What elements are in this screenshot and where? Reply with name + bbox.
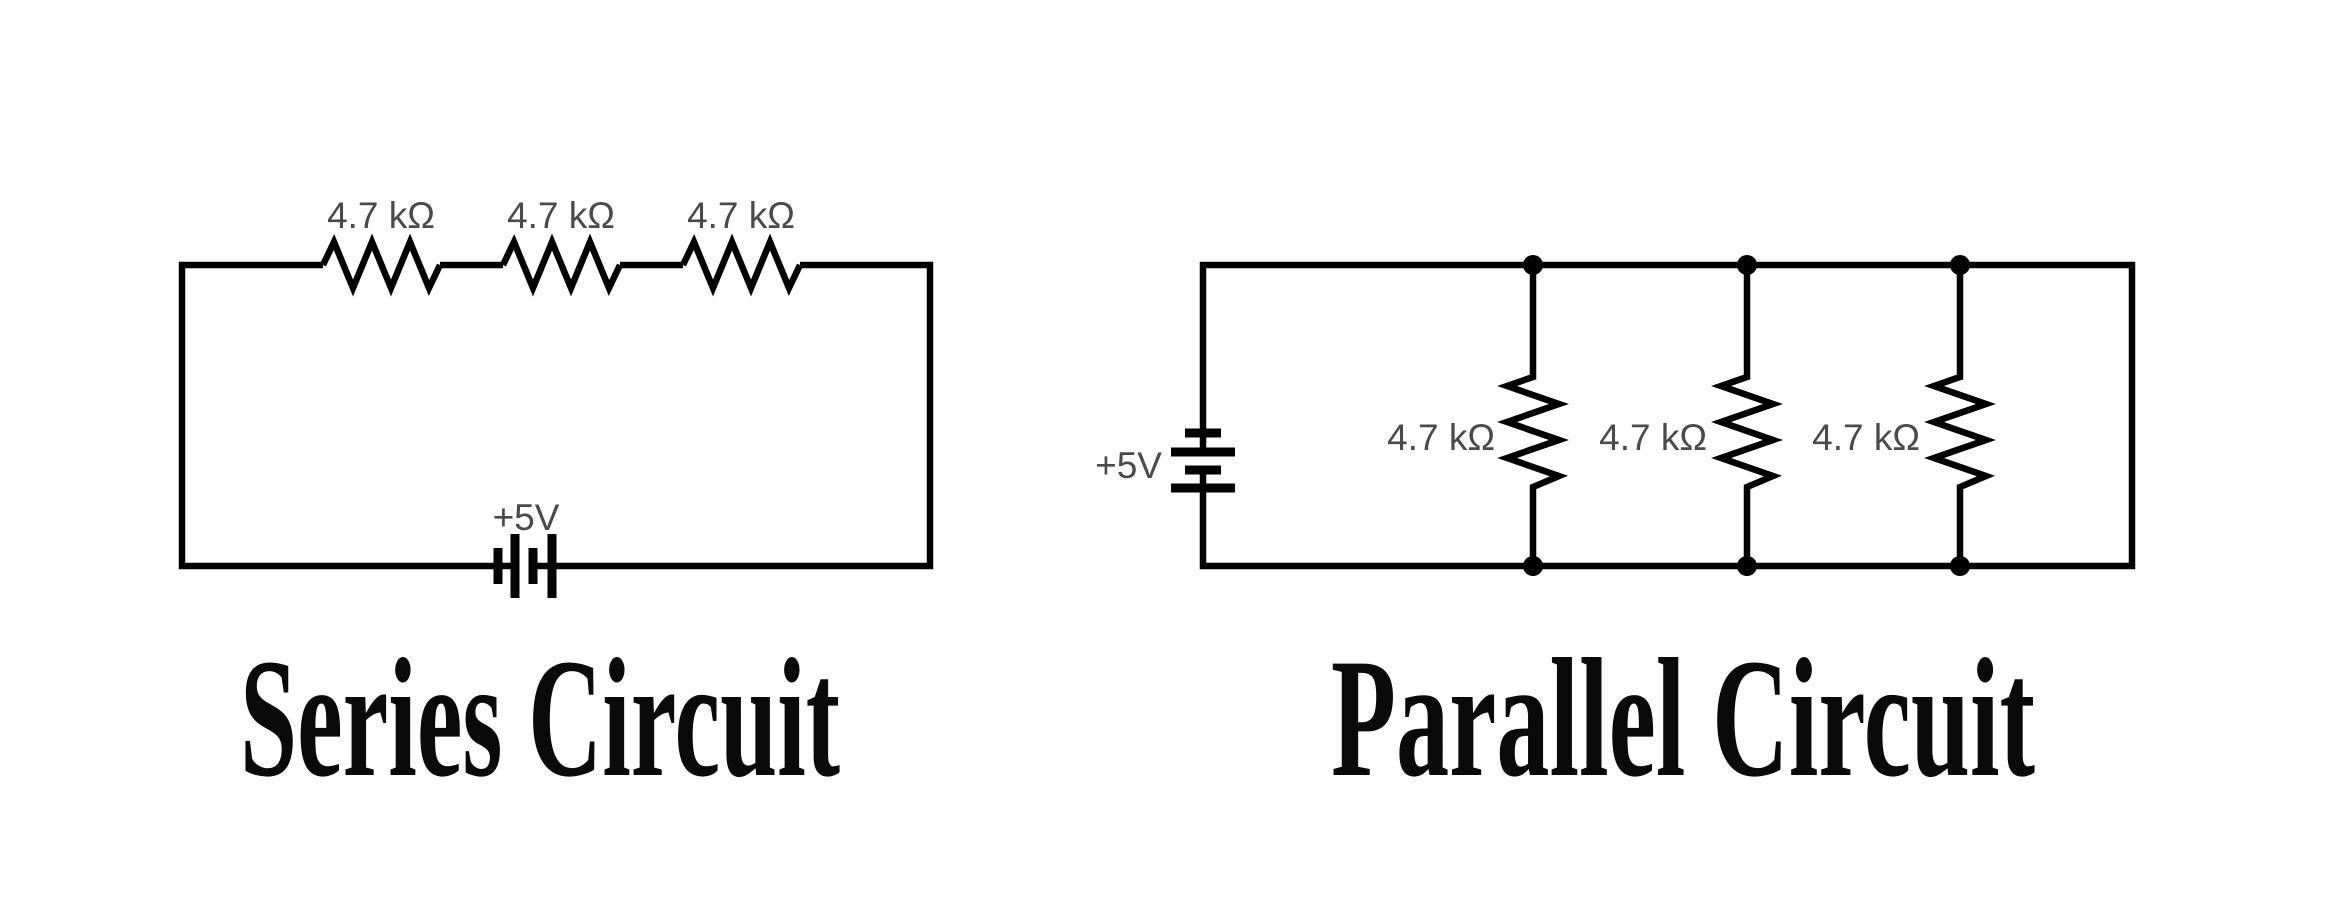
series-resistor-1-icon bbox=[320, 233, 443, 297]
parallel-resistor-1-label: 4.7 kΩ bbox=[1387, 417, 1495, 458]
parallel-resistor-3-label: 4.7 kΩ bbox=[1812, 417, 1920, 458]
parallel-resistor-1-icon bbox=[1497, 265, 1569, 566]
series-resistor-3-label: 4.7 kΩ bbox=[687, 195, 795, 236]
series-resistor-1-label: 4.7 kΩ bbox=[327, 195, 435, 236]
parallel-circuit-wire bbox=[1199, 261, 2136, 570]
series-resistor-2-label: 4.7 kΩ bbox=[507, 195, 615, 236]
series-circuit-wire bbox=[178, 261, 934, 570]
series-resistor-2-icon bbox=[500, 233, 623, 297]
series-battery-label: +5V bbox=[493, 497, 560, 538]
parallel-resistor-3-icon bbox=[1924, 265, 1996, 566]
junction-dot bbox=[1523, 255, 1543, 275]
junction-dot bbox=[1737, 556, 1757, 576]
junction-dot bbox=[1523, 556, 1543, 576]
junction-dot bbox=[1950, 255, 1970, 275]
parallel-circuit-title: Parallel Circuit bbox=[1331, 624, 2035, 812]
series-circuit-title: Series Circuit bbox=[240, 624, 840, 812]
parallel-circuit-diagram: 4.7 kΩ 4.7 kΩ 4.7 kΩ +5V Parallel Circui… bbox=[1095, 255, 2136, 812]
series-battery-icon bbox=[493, 534, 557, 598]
parallel-resistor-2-icon bbox=[1711, 265, 1783, 566]
parallel-resistor-2-label: 4.7 kΩ bbox=[1599, 417, 1707, 458]
junction-dot bbox=[1950, 556, 1970, 576]
series-circuit-diagram: 4.7 kΩ 4.7 kΩ 4.7 kΩ +5V Series Circuit bbox=[178, 195, 934, 812]
parallel-battery-icon bbox=[1171, 428, 1235, 493]
series-resistor-3-icon bbox=[680, 233, 803, 297]
parallel-battery-label: +5V bbox=[1095, 445, 1162, 486]
junction-dot bbox=[1737, 255, 1757, 275]
